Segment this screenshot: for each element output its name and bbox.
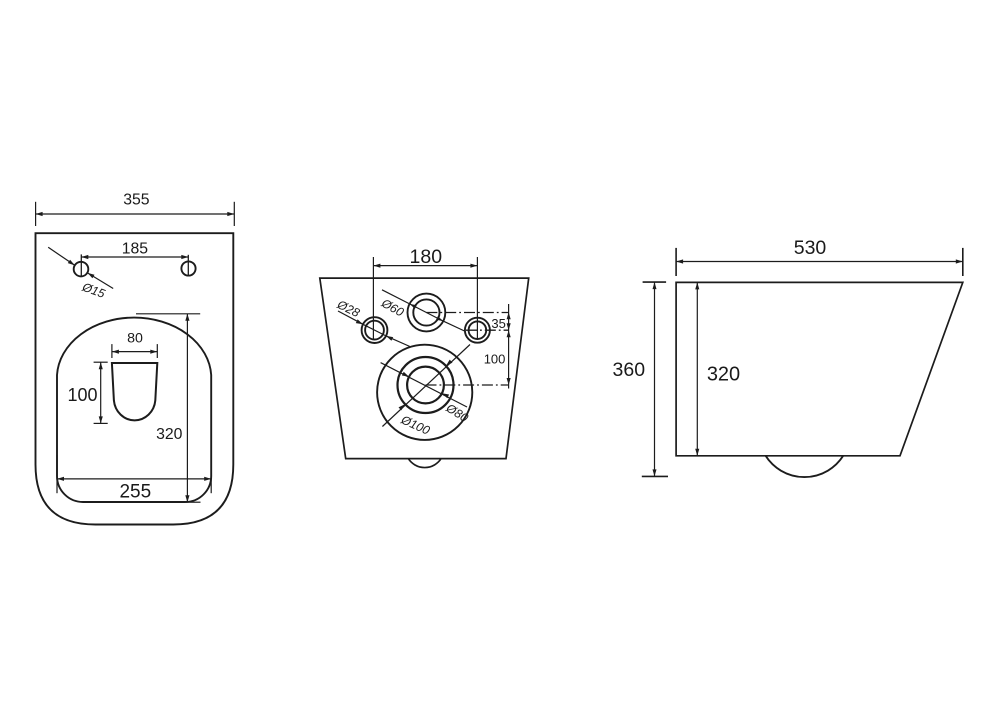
svg-text:320: 320 [707,364,740,386]
svg-text:100: 100 [67,385,97,405]
svg-text:530: 530 [794,237,827,259]
svg-text:80: 80 [127,331,143,347]
svg-text:355: 355 [123,191,150,208]
svg-text:180: 180 [410,246,443,268]
svg-text:255: 255 [119,482,151,503]
svg-text:185: 185 [122,240,149,257]
svg-text:320: 320 [156,426,183,443]
svg-text:35: 35 [491,316,505,331]
svg-text:360: 360 [613,359,646,381]
svg-text:100: 100 [484,351,506,366]
